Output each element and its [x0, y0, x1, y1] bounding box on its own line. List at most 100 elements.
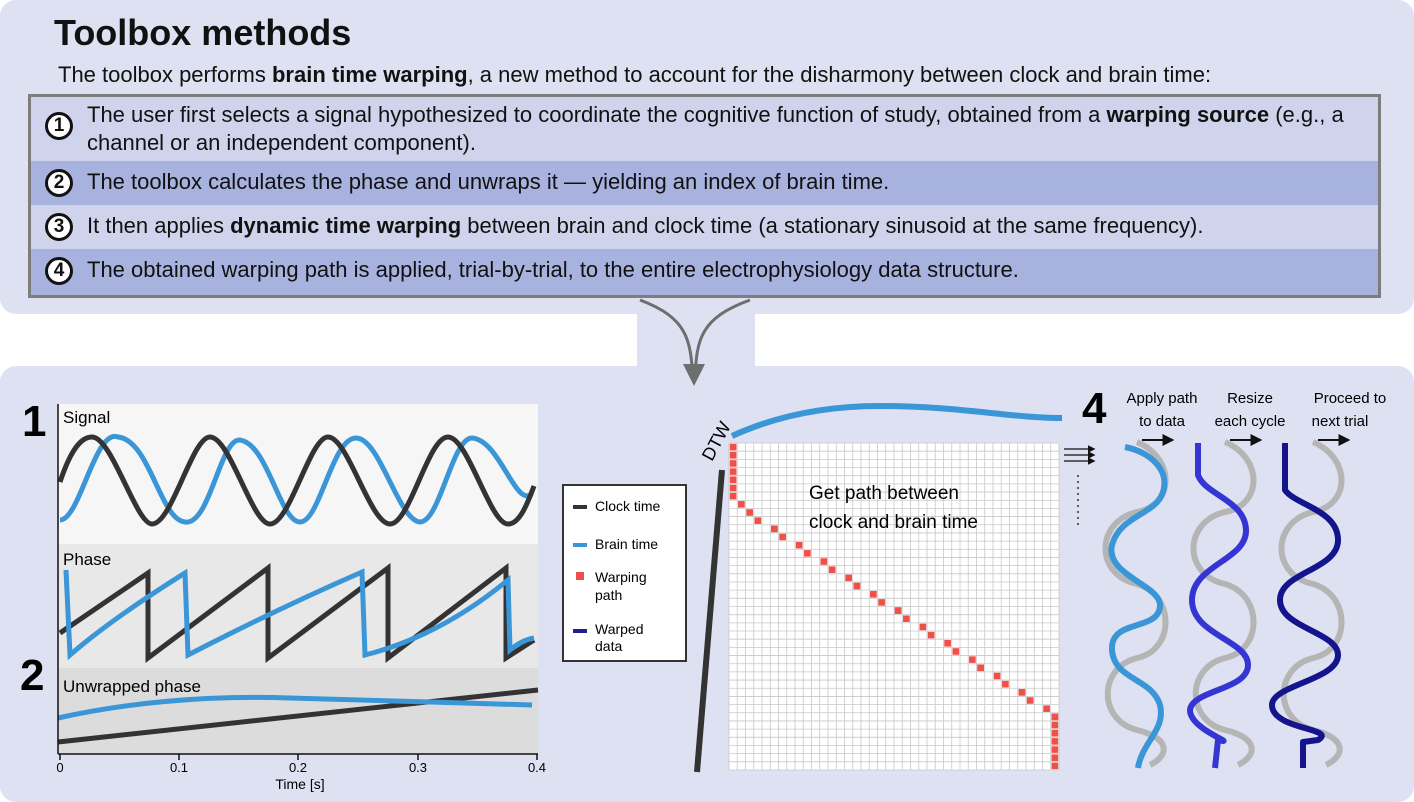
- intro-text: The toolbox performs brain time warping,…: [58, 62, 1212, 87]
- brain-time-axis-line: [730, 402, 1063, 439]
- step-text: The obtained warping path is applied, tr…: [87, 257, 1019, 282]
- step-marker-1: 1: [22, 397, 46, 446]
- step-marker-2: 2: [20, 651, 44, 700]
- steps-list: 1 The user first selects a signal hypoth…: [28, 94, 1381, 298]
- step-number-badge: 3: [45, 213, 73, 241]
- column-header-proceed: Proceed to: [1314, 390, 1387, 407]
- matrix-caption-line-1: Get path between: [809, 483, 959, 504]
- matrix-caption-line-2: clock and brain time: [809, 512, 978, 533]
- legend-label-warping-path: Warping: [595, 569, 647, 585]
- reference-sinusoid-2: [1190, 439, 1257, 768]
- legend-swatch-warping-path: [576, 572, 584, 580]
- step-number-badge: 1: [45, 112, 73, 140]
- clock-time-axis-line: [694, 469, 725, 773]
- warping-path-cell: [870, 590, 877, 598]
- clock-time-phase: [58, 562, 536, 664]
- phase-panel-bg: [58, 544, 538, 668]
- warping-path-cell: [729, 484, 737, 492]
- step-1: 1 The user first selects a signal hypoth…: [31, 97, 1378, 161]
- warping-path: [729, 443, 1059, 770]
- warping-path-cell: [969, 656, 976, 663]
- warping-path-cell: [878, 599, 885, 606]
- warping-path-cell: [853, 582, 861, 590]
- reference-sinusoid-3: [1278, 439, 1345, 768]
- x-axis-title: Time [s]: [275, 776, 324, 792]
- warping-path-cell: [1051, 754, 1059, 762]
- step-number-badge: 4: [45, 257, 73, 285]
- warping-path-cell: [1051, 713, 1059, 721]
- brain-time-phase: [63, 568, 535, 661]
- warping-path-cell: [729, 443, 737, 451]
- warping-path-cell: [729, 492, 737, 500]
- legend-label-warped-data: data: [595, 638, 622, 654]
- warping-path-cell: [1051, 721, 1059, 729]
- brain-time-unwrapped: [57, 694, 533, 721]
- column-header-resize: Resize: [1227, 390, 1273, 407]
- phase-panel-label: Phase: [63, 550, 111, 569]
- warping-path-cell: [771, 525, 778, 533]
- brain-time-signal: [59, 434, 534, 525]
- warping-path-cell: [729, 451, 737, 459]
- legend-label-warping-path: path: [595, 587, 622, 603]
- column-header-proceed: next trial: [1312, 413, 1369, 430]
- x-axis-ticks: [59, 754, 538, 760]
- reference-sinusoid-1: [1102, 439, 1169, 768]
- warping-path-cell: [1026, 697, 1034, 704]
- x-tick-label: 0.4: [528, 760, 546, 775]
- warping-path-cell: [746, 509, 753, 516]
- column-header-apply: Apply path: [1127, 390, 1198, 407]
- warping-path-cell: [845, 574, 852, 582]
- resized-cycle-trace: [1187, 443, 1251, 769]
- x-tick-label: 0.2: [289, 760, 307, 775]
- warping-path-cell: [919, 623, 927, 631]
- clock-time-signal: [57, 434, 537, 527]
- warping-path-cell: [1051, 738, 1059, 745]
- dtw-grid: [728, 442, 1060, 771]
- warping-path-cell: [779, 533, 786, 541]
- warping-path-cell: [729, 468, 737, 475]
- legend-label-warped-data: Warped: [595, 621, 644, 637]
- warping-path-cell: [754, 517, 762, 524]
- column-header-apply: to data: [1139, 413, 1186, 430]
- warping-path-cell: [1051, 729, 1059, 737]
- page-title: Toolbox methods: [54, 12, 352, 53]
- warping-path-cell: [903, 615, 910, 623]
- step-marker-4: 4: [1082, 384, 1107, 433]
- x-tick-label: 0.1: [170, 760, 188, 775]
- warping-path-cell: [1051, 746, 1059, 753]
- legend-label-brain: Brain time: [595, 536, 658, 552]
- step-number-badge: 2: [45, 169, 73, 197]
- step-4: 4 The obtained warping path is applied, …: [31, 249, 1378, 295]
- warping-path-cell: [729, 460, 737, 467]
- warping-path-cell: [927, 631, 935, 639]
- warping-path-cell: [1018, 689, 1026, 696]
- warping-path-cell: [1051, 762, 1059, 770]
- step-text: The toolbox calculates the phase and unw…: [87, 169, 890, 194]
- unwrapped-panel-bg: [58, 668, 538, 754]
- next-trial-trace: [1269, 443, 1341, 768]
- step-3: 3 It then applies dynamic time warping b…: [31, 205, 1378, 249]
- warping-path-cell: [894, 607, 902, 614]
- warping-path-cell: [828, 566, 836, 573]
- step-2: 2 The toolbox calculates the phase and u…: [31, 161, 1378, 205]
- warping-path-cell: [738, 501, 745, 508]
- column-header-resize: each cycle: [1215, 413, 1286, 430]
- step-text: It then applies dynamic time warping bet…: [87, 213, 1204, 238]
- step-text: The user first selects a signal hypothes…: [87, 102, 1344, 155]
- unwrapped-panel-label: Unwrapped phase: [63, 677, 201, 696]
- x-tick-label: 0.3: [409, 760, 427, 775]
- warping-path-cell: [944, 640, 951, 647]
- warping-path-cell: [804, 550, 811, 557]
- clock-time-unwrapped: [57, 687, 539, 745]
- warping-path-cell: [993, 672, 1001, 680]
- signal-panel-label: Signal: [63, 408, 110, 427]
- applied-path-trace: [1108, 444, 1168, 769]
- warping-path-cell: [977, 664, 984, 672]
- x-tick-label: 0: [56, 760, 63, 775]
- warping-path-cell: [952, 648, 960, 655]
- legend-label-clock: Clock time: [595, 498, 661, 514]
- warping-path-cell: [729, 476, 737, 484]
- warping-path-cell: [1043, 705, 1050, 712]
- warping-path-cell: [795, 541, 803, 549]
